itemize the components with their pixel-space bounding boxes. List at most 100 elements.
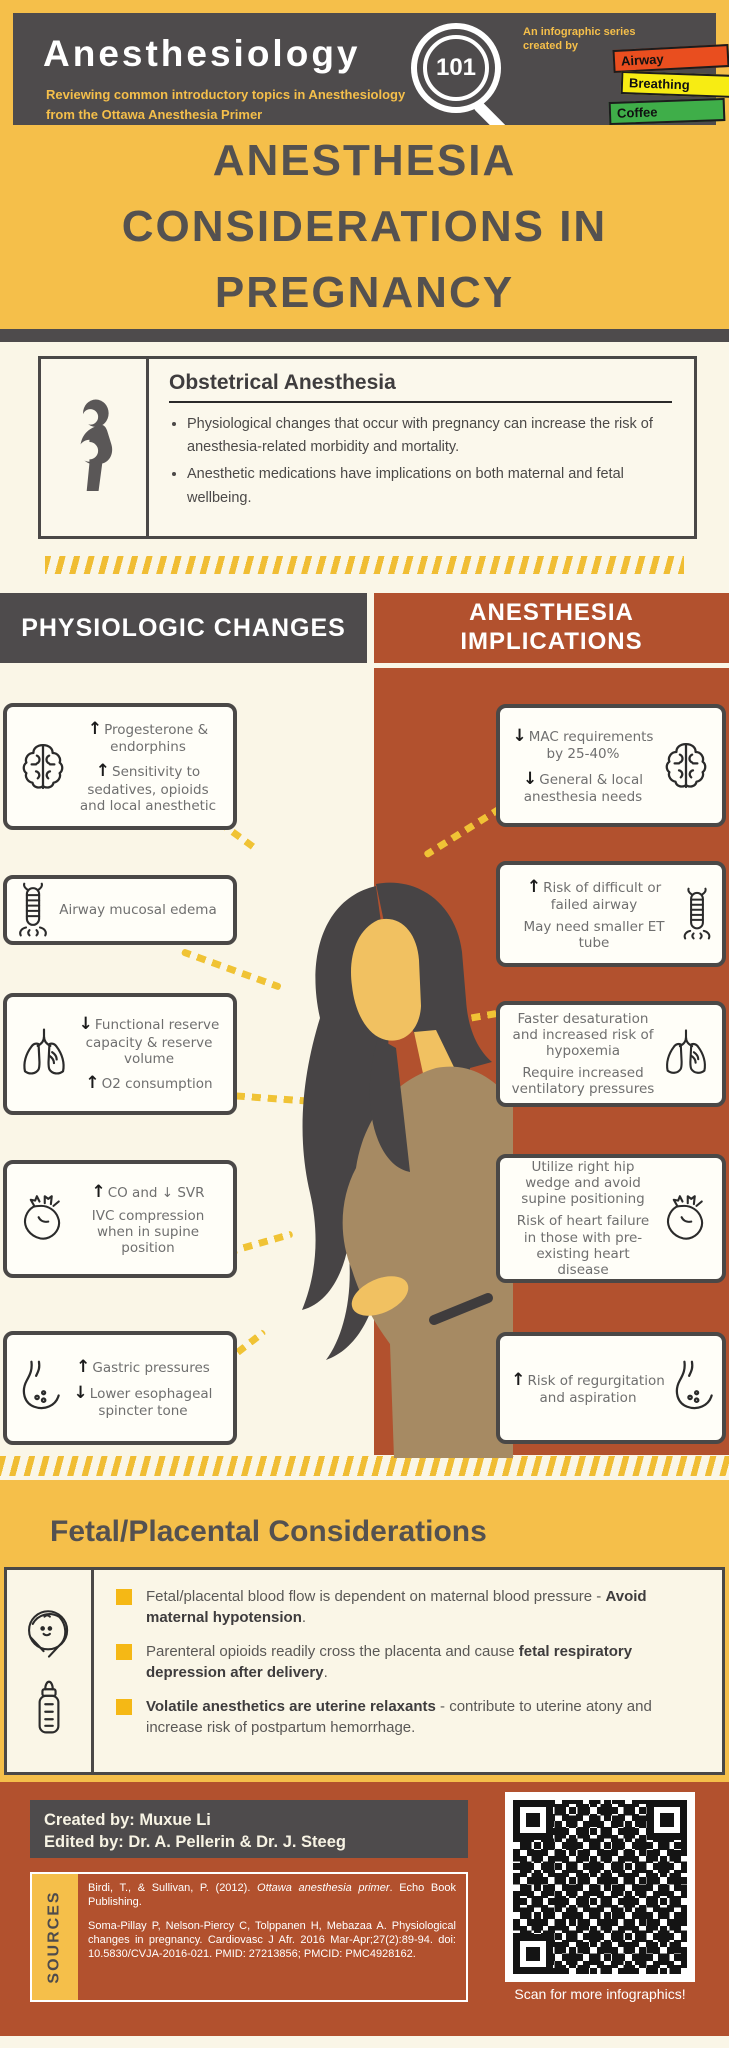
hatched-divider-bottom xyxy=(0,1456,729,1476)
qr-caption: Scan for more infographics! xyxy=(514,1986,686,2002)
intro-icon-cell xyxy=(41,359,149,536)
bullet-bold: Avoid maternal hypotension xyxy=(146,1588,647,1626)
sources-text: Birdi, T., & Sullivan, P. (2012). Ottawa… xyxy=(78,1874,466,2000)
baby-bottle-icon xyxy=(33,1678,65,1738)
intro-content: Obstetrical Anesthesia Physiological cha… xyxy=(149,359,694,536)
arrow: ↑ xyxy=(91,1181,106,1202)
box-line: Risk of heart failure in those with pre-… xyxy=(516,1213,650,1278)
physio-box-lungs: ↓Functional reserve capacity & reserve v… xyxy=(3,993,237,1115)
qr-pattern xyxy=(513,1800,687,1974)
brain-icon xyxy=(15,739,71,795)
fetal-icon-cell xyxy=(7,1570,94,1772)
bullet-square-icon xyxy=(116,1699,132,1715)
fetal-bullet: Fetal/placental blood flow is dependent … xyxy=(116,1586,696,1628)
credit-box: Created by: Muxue Li Edited by: Dr. A. P… xyxy=(30,1800,468,1858)
source1-pre: Birdi, T., & Sullivan, P. (2012). xyxy=(88,1882,258,1894)
box-line: Progesterone & endorphins xyxy=(104,721,209,756)
bullet-post: . xyxy=(301,1609,307,1626)
trachea-icon xyxy=(15,882,51,938)
box-line: Utilize right hip wedge and avoid supine… xyxy=(521,1158,645,1208)
box-line: MAC requirements by 25-40% xyxy=(528,728,654,763)
qr-finder-icon xyxy=(513,1934,553,1974)
footer: Created by: Muxue Li Edited by: Dr. A. P… xyxy=(0,1782,729,2036)
box-line: Faster desaturation and increased risk o… xyxy=(512,1010,654,1059)
header-tagline: Reviewing common introductory topics in … xyxy=(46,85,405,125)
qr-finder-icon xyxy=(647,1800,687,1840)
intro-bullet-list: Physiological changes that occur with pr… xyxy=(169,413,672,510)
arrow: ↓ xyxy=(512,725,527,746)
stomach-icon xyxy=(668,1358,714,1418)
intro-bullet: Physiological changes that occur with pr… xyxy=(187,413,672,459)
hatched-divider-top xyxy=(45,556,684,574)
bullet-square-icon xyxy=(116,1589,132,1605)
implication-box-heart: Utilize right hip wedge and avoid supine… xyxy=(496,1154,726,1283)
box-line: Risk of regurgitation and aspiration xyxy=(527,1372,665,1407)
bullet-bold: fetal respiratory depression after deliv… xyxy=(146,1643,633,1681)
logo-text: Anesthesiology xyxy=(43,33,361,74)
magnifier-icon: 101 xyxy=(411,23,501,113)
box-line: Airway mucosal edema xyxy=(59,901,217,918)
box-line: Gastric pressures xyxy=(92,1359,210,1376)
arrow: ↓ xyxy=(73,1382,88,1403)
box-line: O2 consumption xyxy=(101,1076,213,1093)
implication-box-stomach: ↑Risk of regurgitation and aspiration xyxy=(496,1332,726,1444)
swaddled-baby-icon xyxy=(20,1604,78,1662)
physio-box-brain: ↑Progesterone & endorphins ↑Sensitivity … xyxy=(3,703,237,830)
brain-icon xyxy=(658,738,714,794)
page-title: ANESTHESIA CONSIDERATIONS IN PREGNANCY xyxy=(121,136,608,317)
bullet-square-icon xyxy=(116,1644,132,1660)
source-1: Birdi, T., & Sullivan, P. (2012). Ottawa… xyxy=(88,1881,456,1910)
pregnant-woman-icon xyxy=(77,399,112,491)
physio-box-heart: ↑CO and ↓ SVR IVC compression when in su… xyxy=(3,1160,237,1278)
tag-coffee: Coffee xyxy=(608,97,726,126)
tag-airway: Airway xyxy=(612,43,729,74)
tag-breathing: Breathing xyxy=(620,70,729,99)
created-by: Created by: Muxue Li xyxy=(44,1811,211,1829)
lungs-icon xyxy=(15,1025,73,1083)
qr-code xyxy=(505,1792,695,1982)
right-header-line2: IMPLICATIONS xyxy=(460,628,643,655)
arrow: ↑ xyxy=(511,1369,526,1390)
arrow: ↓ xyxy=(522,768,538,789)
logo-badge: 101 xyxy=(423,35,489,101)
implication-box-brain: ↓MAC requirements by 25-40% ↓General & l… xyxy=(496,704,726,827)
series-line2: created by xyxy=(523,40,579,53)
box-line: CO and ↓ SVR xyxy=(107,1184,205,1201)
box-line: Functional reserve capacity & reserve vo… xyxy=(85,1017,220,1067)
fetal-heading: Fetal/Placental Considerations xyxy=(50,1515,487,1548)
arrow: ↑ xyxy=(526,876,542,897)
box-line: Risk of difficult or failed airway xyxy=(543,879,662,913)
bottom-strip xyxy=(0,2036,729,2048)
bullet-post: - contribute to uterine atony and increa… xyxy=(146,1698,652,1736)
source1-post: . Echo Book Publishing. xyxy=(88,1882,456,1909)
bullet-bold: Volatile anesthetics are uterine relaxan… xyxy=(146,1698,436,1715)
source-2: Soma-Pillay P, Nelson-Piercy C, Tolppane… xyxy=(88,1919,456,1961)
anesthesia-implications-header: ANESTHESIA IMPLICATIONS xyxy=(374,593,729,663)
arrow: ↑ xyxy=(76,1356,91,1377)
series-note: An infographic series created by xyxy=(523,25,635,54)
bullet-post: . xyxy=(323,1664,328,1681)
lungs-icon xyxy=(658,1026,714,1082)
fetal-bullet: Volatile anesthetics are uterine relaxan… xyxy=(116,1696,696,1738)
fetal-content: Fetal/placental blood flow is dependent … xyxy=(94,1570,722,1772)
sources-label: SOURCES xyxy=(46,1890,63,1984)
heart-icon xyxy=(658,1191,714,1247)
intro-heading: Obstetrical Anesthesia xyxy=(169,371,396,394)
box-line: General & local anesthesia needs xyxy=(523,771,644,805)
box-line: IVC compression when in supine position xyxy=(91,1207,205,1257)
tagline-line1: Reviewing common introductory topics in … xyxy=(46,87,406,102)
box-line: Sensitivity to sedatives, opioids and lo… xyxy=(79,764,217,814)
intro-rule xyxy=(169,401,672,403)
arrow: ↑ xyxy=(87,718,103,739)
header-banner: Anesthesiology Reviewing common introduc… xyxy=(13,13,729,137)
tagline-line2: from the Ottawa Anesthesia Primer xyxy=(46,107,263,123)
stomach-icon xyxy=(15,1358,61,1418)
implication-box-lungs: Faster desaturation and increased risk o… xyxy=(496,1001,726,1107)
qr-finder-icon xyxy=(513,1800,553,1840)
edited-by: Edited by: Dr. A. Pellerin & Dr. J. Stee… xyxy=(44,1833,346,1852)
box-line: Lower esophageal spincter tone xyxy=(89,1385,213,1420)
divider-bar xyxy=(0,329,729,342)
bullet-pre: Parenteral opioids readily cross the pla… xyxy=(146,1643,519,1660)
bullet-pre: Fetal/placental blood flow is dependent … xyxy=(146,1588,606,1605)
